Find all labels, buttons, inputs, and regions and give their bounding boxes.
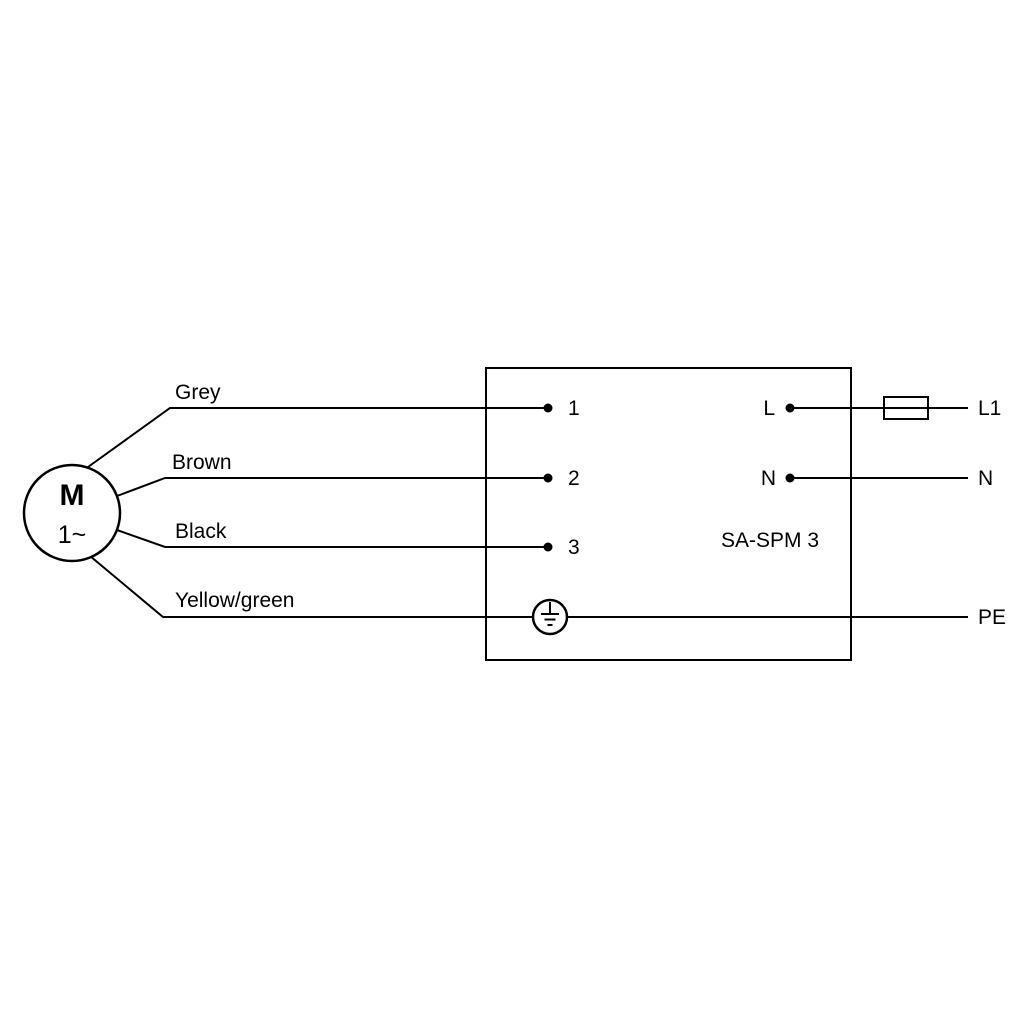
earth-ground-icon <box>531 598 569 636</box>
motor-label: M <box>60 479 85 512</box>
supply-label-pe: PE <box>978 606 1006 629</box>
wire-label-black: Black <box>175 520 227 543</box>
wire-label-grey: Grey <box>175 381 221 404</box>
wire-brown <box>116 477 548 497</box>
motor-phase-label: 1~ <box>58 521 87 549</box>
terminal-label-n: N <box>761 467 776 490</box>
fuse-icon <box>883 396 929 420</box>
wire-black <box>116 529 548 548</box>
terminal-dot-3 <box>543 542 553 552</box>
controller-box <box>485 367 852 661</box>
terminal-dot-1 <box>543 403 553 413</box>
wire-label-brown: Brown <box>172 451 232 474</box>
motor-symbol <box>22 463 122 563</box>
wire-grey <box>87 407 548 468</box>
terminal-label-1: 1 <box>568 397 580 420</box>
controller-model-label: SA-SPM 3 <box>721 529 819 552</box>
wire-label-yellow-green: Yellow/green <box>175 589 294 612</box>
terminal-label-l: L <box>763 397 775 420</box>
terminal-label-3: 3 <box>568 536 580 559</box>
terminal-dot-2 <box>543 473 553 483</box>
wire-yellow-green <box>89 555 533 618</box>
terminal-label-2: 2 <box>568 467 580 490</box>
supply-label-l1: L1 <box>978 397 1001 420</box>
supply-label-n: N <box>978 467 993 490</box>
